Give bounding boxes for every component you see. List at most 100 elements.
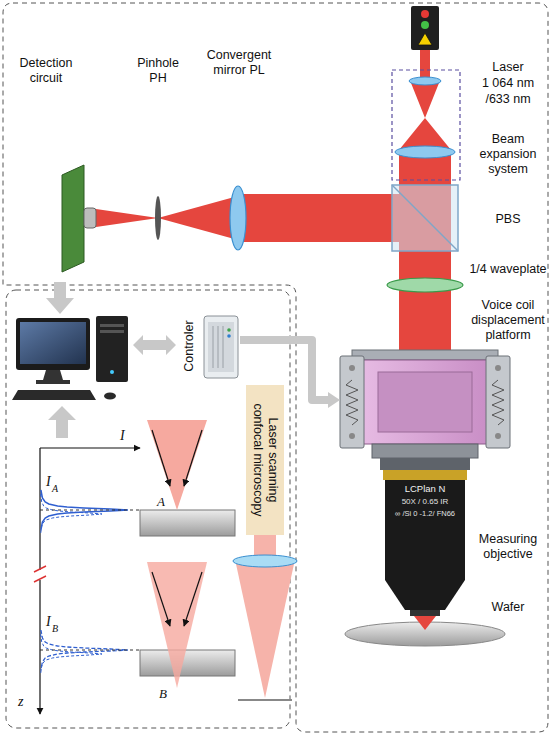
pc-drive [100, 324, 124, 327]
sample-slab [140, 650, 235, 676]
controller-box: Controler [180, 312, 240, 380]
objective-barrel [385, 480, 465, 610]
node-label: Controler [182, 311, 197, 381]
controller-led [227, 328, 231, 332]
platform-bracket [340, 356, 364, 448]
point-label: A [157, 494, 171, 510]
pc-drive [100, 330, 124, 333]
platform-panel [378, 372, 472, 432]
ray-arrow [152, 430, 170, 486]
controller-device [204, 316, 238, 378]
lens [409, 77, 441, 85]
objective-marking: LCPlan N [385, 483, 465, 494]
spring [346, 380, 358, 425]
controller-ridge [218, 326, 219, 368]
flow-arrow [46, 282, 74, 314]
peak-subscript: B [52, 623, 64, 635]
laser-beam [158, 196, 238, 240]
warning-sign [418, 33, 432, 45]
wavelength-label: /633 nm [468, 92, 548, 107]
flow-arrow [133, 335, 176, 355]
node-label: Voice coil displacement platform [468, 298, 548, 343]
node-label: Laser scanning confocal microscopy [250, 400, 280, 520]
keyboard [12, 390, 96, 400]
pc-tower [96, 316, 128, 382]
focus-cone [147, 420, 207, 510]
monitor [16, 318, 90, 370]
platform-box: Voice coil displacement platform [340, 350, 510, 470]
part-label: Measuring objective [468, 532, 548, 562]
laser-light [421, 21, 429, 29]
flow-arrow [48, 406, 76, 438]
controller-panel [208, 322, 234, 372]
beam-expander-box [392, 70, 460, 180]
laser-beam [254, 535, 276, 557]
region-outline [3, 3, 548, 732]
objective-marking: 50X / 0.65 IR [385, 497, 465, 507]
laser-label: Laser [468, 60, 548, 75]
part-label: Beam expansion system [468, 132, 548, 177]
platform-base [372, 444, 478, 458]
point-label: B [159, 686, 173, 702]
laser-beam [411, 83, 439, 118]
pbs-diagonal [392, 185, 458, 251]
screw [349, 365, 355, 371]
guide-line [40, 650, 140, 651]
part-label: Wafer [468, 600, 548, 615]
detector-board [62, 165, 84, 272]
ray-arrow [152, 572, 170, 626]
objective-marking: ∞ /Si 0 -1.2/ FN66 [385, 509, 465, 518]
wavelength-label: 1 064 nm [468, 76, 548, 91]
intensity-peak [41, 634, 102, 674]
pinhole [155, 196, 161, 240]
lens [230, 186, 246, 250]
platform-body [350, 360, 500, 444]
mouse [104, 393, 116, 400]
guide-line [40, 510, 140, 511]
region-outline [6, 290, 290, 728]
axis-label: z [18, 694, 32, 711]
focus-cone [147, 562, 207, 688]
platform-bracket [486, 356, 510, 448]
laser-beam [96, 209, 158, 227]
lens [395, 146, 455, 158]
part-label: Detection circuit [8, 56, 84, 86]
monitor-stand [36, 380, 70, 384]
method-band: Laser scanning confocal microscopy [246, 385, 284, 535]
laser-beam [399, 118, 451, 150]
laser-body [411, 6, 439, 50]
part-label: PBS [468, 212, 548, 227]
lens [233, 555, 297, 567]
monitor-stand [43, 370, 63, 380]
axis-break [34, 576, 46, 582]
laser-beam [414, 616, 436, 630]
spring [492, 380, 504, 425]
controller-ridge [223, 326, 224, 368]
objective-ring [383, 470, 467, 480]
detector-sensor [84, 208, 96, 228]
ray-arrow [184, 572, 202, 626]
screw [349, 433, 355, 439]
axis [39, 448, 40, 570]
sample-slab [140, 510, 235, 536]
axis-label: I [120, 428, 134, 445]
pbs-cube [392, 185, 458, 251]
axis-break [34, 566, 46, 572]
intensity-peak [41, 494, 102, 534]
axis [40, 447, 140, 448]
laser-beam [420, 50, 430, 80]
controller-led [227, 334, 231, 338]
axis [39, 580, 40, 714]
screw [495, 433, 501, 439]
part-label: 1/4 waveplate [468, 262, 548, 277]
laser-light [421, 10, 429, 18]
sample-line [238, 699, 292, 701]
screw [495, 365, 501, 371]
controller-ridge [213, 326, 214, 368]
waveplate [387, 278, 463, 292]
ray-arrow [184, 430, 202, 486]
focus-cone [236, 564, 294, 698]
